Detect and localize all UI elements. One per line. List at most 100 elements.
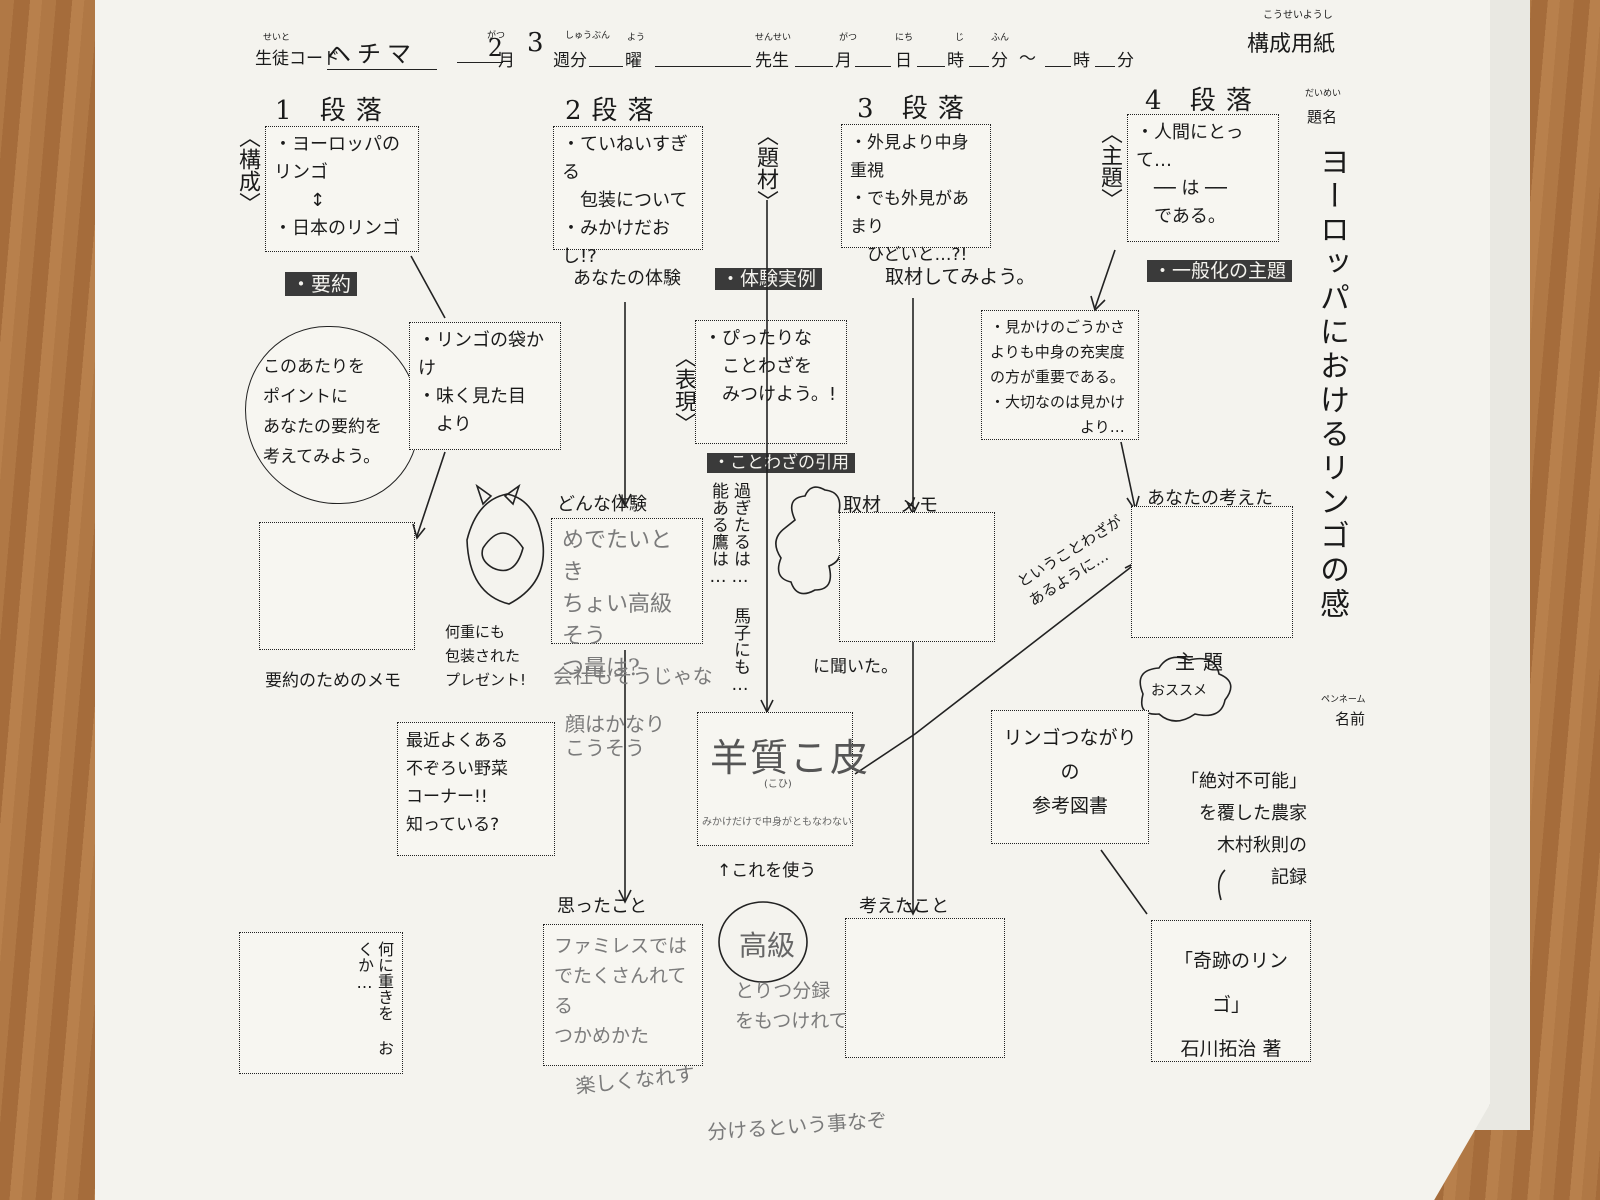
proverb-ruby: (こひ) [764,779,792,790]
summary-label-text: ・要約 [285,272,357,296]
para3-heading: 3 段落 [857,88,974,125]
summary-memo-label: 要約のためのメモ [265,671,401,691]
teacher-label: 先生 [755,51,789,71]
generalized-theme-label: ・一般化の主題 [1147,256,1293,283]
vegetables-box[interactable]: 最近よくある 不ぞろい野菜 コーナー!! 知っている? [397,722,555,856]
para1-heading: 1 段落 [275,90,392,127]
para3-topic-box[interactable]: ・外見より中身重視 ・でも外見があまり ひどいと…?! [841,124,991,265]
date-day-label: 日 [895,51,912,71]
tilde: ～ [1019,49,1036,69]
pencil-note-2: 顔はかなり こうそう [565,712,665,760]
para1-topic-box[interactable]: ・ヨーロッパのリンゴ ↕ ・日本のリンゴ [265,126,419,252]
experience-example-label: ・体験実例 [715,264,823,291]
week-label: 週分 [553,51,587,71]
experience-example-text: ・体験実例 [715,268,823,290]
theme-label: 主題 [1175,650,1231,674]
date-month-blank[interactable] [795,44,833,67]
kouka-circle [718,901,808,983]
worksheet-paper: せいと 生徒コード ヘチマ がつ 2 月 しゅうぶん 3 週分 よう 曜 せんせ… [95,0,1490,1200]
thought-2-box[interactable] [845,918,1005,1058]
hour-blank[interactable] [917,44,945,67]
gift-ribbon [475,483,521,506]
hour-label: 時 [947,51,964,71]
heard-from-label: に聞いた。 [813,657,898,677]
sheet-title-ruby: こうせいようし [1263,10,1333,21]
para2-heading: 2段落 [565,90,664,127]
month-ruby: がつ [487,31,506,41]
sheet-title: 構成用紙 [1247,32,1336,57]
side-label-daizai-text: 題材 [753,146,778,190]
what-thought-label: 思ったこと [557,896,647,917]
teacher-blank[interactable] [655,44,751,67]
bear-caption: 何に重きを おくか… [355,941,394,1056]
student-code-ruby: せいと [263,33,291,43]
your-thoughts-label: あなたの考えた [1147,488,1273,509]
minute-label: 分 [991,51,1008,71]
reference-book-box[interactable]: リンゴつながりの 参考図書 [991,710,1149,844]
your-theme-box[interactable] [1131,506,1293,638]
generalized-theme-box[interactable]: ・見かけのごうかさ よりも中身の充実度 の方が重要である。 ・大切なのは見かけ … [981,310,1139,440]
side-label-daizai: ︿題材﹀ [753,124,778,212]
para2-label: 段落 [591,96,664,126]
para1-label: 段落 [319,96,392,126]
experience-box[interactable]: めでたいとき ちょい高級そう つ量は? [551,518,703,681]
date-month-ruby: がつ [839,33,858,43]
pencil-note-3: とりつ分録 をもつけれて [735,980,848,1032]
para4-label: 段落 [1189,86,1262,116]
summary-point-box[interactable]: ・リンゴの袋かけ ・味く見た目 より [409,322,561,450]
leader-to-record [1217,869,1226,901]
side-label-zendai-text: 主題 [1097,144,1122,188]
week-ruby: しゅうぶん [565,31,611,41]
hour2-blank[interactable] [1045,44,1071,67]
proverb-quote-label: ・ことわざの引用 [707,448,855,473]
para2-num: 2 [565,96,592,126]
para3-num: 3 [857,94,884,124]
penname-label: 名前 [1335,710,1366,728]
memo-cloud-doodle [775,486,847,595]
generalized-theme-text: ・一般化の主題 [1147,260,1293,282]
weekday-blank[interactable] [589,44,623,67]
date-month-label: 月 [835,51,852,71]
thought-box[interactable]: ファミレスでは でたくさんれてる つかめかた [543,924,703,1066]
side-label-hyougen: ︿表現﹀ [671,346,696,434]
proverb-quote-text: ・ことわざの引用 [707,453,855,473]
minute-blank[interactable] [969,44,989,67]
title-text[interactable]: ヨーロッパにおけるリンゴの感 [1314,146,1349,622]
proverb-find-box[interactable]: ・ぴったりな ことわざを みつけよう。! [695,320,847,444]
para2-topic-box[interactable]: ・ていねいすぎる 包装について ・みかけだおし!? [553,126,703,267]
para4-topic-box[interactable]: ・人間にとって… ── は ── である。 [1127,114,1279,242]
penname-ruby: ペンネーム [1321,695,1366,705]
month-value[interactable]: 2 [457,34,503,63]
student-code-label: 生徒コード [255,49,340,69]
interview-label: 取材してみよう。 [885,266,1036,288]
proverb-box[interactable]: 羊質こ皮 (こひ) みかけだけで中身がともなわない [697,712,868,846]
impossible-note: 「絶対不可能」 を覆した農家 木村秋則の 記録 [1181,771,1307,888]
recommend-bubble [1139,656,1232,722]
para4-heading: 4 段落 [1145,80,1262,117]
summary-memo-box[interactable] [259,522,415,650]
student-code-value[interactable]: ヘチマ [327,34,437,70]
proverb-examples: 過ぎたるは… 馬子にも… 能ある鷹は… [708,482,750,695]
week-value[interactable]: 3 [527,28,544,58]
side-label-hyougen-text: 表現 [671,368,696,412]
summary-label: ・要約 [285,268,357,297]
what-thought-2-label: 考えたこと [859,896,949,917]
minute2-label: 分 [1117,51,1134,71]
para3-label: 段落 [901,94,974,124]
bear-box[interactable]: 何に重きを おくか… [239,932,403,1074]
gift-caption: 何重にも 包装された プレゼント! [445,623,527,689]
minute-ruby: ふん [991,33,1010,43]
hour-ruby: じ [955,33,965,43]
day-label: 曜 [625,51,642,71]
gift-doodle [466,493,545,605]
date-day-blank[interactable] [855,44,891,67]
minute2-blank[interactable] [1095,44,1115,67]
recommend-label: おススメ [1151,683,1207,699]
proverb-note: みかけだけで中身がともなわない [702,817,852,828]
miracle-book-box[interactable]: 「奇跡のリンゴ」 石川拓治 著 [1151,920,1311,1062]
interview-memo-box[interactable] [839,512,995,642]
para1-num: 1 [275,96,302,126]
use-this-label: ↑これを使う [717,861,817,881]
day-ruby: よう [627,33,646,43]
proverb-text: 羊質こ皮 [710,736,871,780]
